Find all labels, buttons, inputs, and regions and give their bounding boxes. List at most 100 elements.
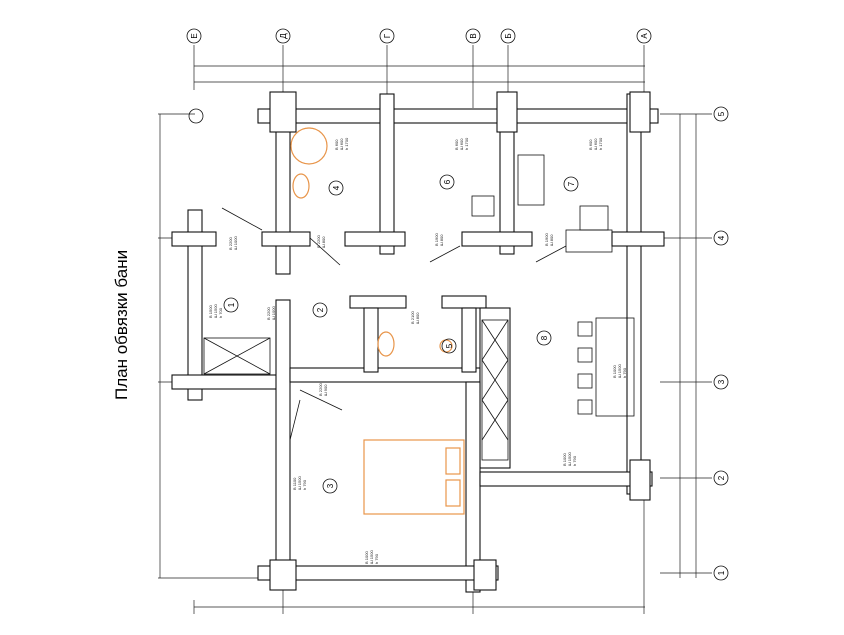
spec-line: Ш 800 xyxy=(549,234,554,246)
window-room-6: В 600 Ш 600 h 1700 xyxy=(454,137,469,150)
window-room-3-side: В 1100 Ш 1500 h 790 xyxy=(292,476,307,490)
axis-e: Е xyxy=(186,28,202,44)
room-number: 4 xyxy=(332,185,341,190)
room-3: 3 xyxy=(322,478,338,494)
axis-2: 2 xyxy=(713,470,729,486)
spec-line: h 700 xyxy=(218,307,223,318)
axis-3: 3 xyxy=(713,374,729,390)
spec-line: Ш 1500 xyxy=(369,550,374,564)
axis-label: 3 xyxy=(717,379,726,384)
axis-5: 5 xyxy=(713,106,729,122)
room-number: 5 xyxy=(445,343,454,348)
spec-line: Ш 1500 xyxy=(567,452,572,466)
window-room-4: В 600 Ш 600 h 1700 xyxy=(334,137,349,150)
window-room-3-bottom: В 1000 Ш 1500 h 790 xyxy=(364,550,379,564)
axis-a: А xyxy=(636,28,652,44)
room-markers: 1 2 3 4 5 6 7 8 xyxy=(223,174,579,494)
bracing xyxy=(203,319,509,461)
room-7: 7 xyxy=(563,176,579,192)
spec-line: В 600 xyxy=(588,139,593,150)
room-6: 6 xyxy=(439,174,455,190)
room-number: 8 xyxy=(540,335,549,340)
axis-label: А xyxy=(640,33,649,39)
spec-line: Ш 800 xyxy=(415,312,420,324)
door-room-4-b: В 2200 Ш 800 xyxy=(316,235,326,248)
room-5: 5 xyxy=(441,338,457,354)
spec-line: В 2200 xyxy=(266,307,271,320)
axis-label: 4 xyxy=(717,235,726,240)
spec-line: h 1700 xyxy=(344,137,349,150)
door-room-7: В 1900 Ш 800 xyxy=(544,233,554,246)
axis-label: 2 xyxy=(717,475,726,480)
spec-line: h 790 xyxy=(622,367,627,378)
spec-line: Ш 1000 xyxy=(233,236,238,250)
spec-line: В 2200 xyxy=(316,235,321,248)
door-room-6: В 1900 Ш 800 xyxy=(434,233,444,246)
window-room-8-bottom: В 1000 Ш 1500 h 790 xyxy=(562,452,577,466)
spec-line: Ш 800 xyxy=(439,234,444,246)
axis-label: В xyxy=(469,33,478,38)
spec-line: Ш 1500 xyxy=(213,304,218,318)
room-number: 6 xyxy=(443,179,452,184)
spec-line: В 600 xyxy=(334,139,339,150)
spec-line: В 1000 xyxy=(612,365,617,378)
axis-label: Д xyxy=(279,33,288,39)
spec-line: Ш 900 xyxy=(323,384,328,396)
spec-line: В 1500 xyxy=(208,305,213,318)
spec-line: В 1000 xyxy=(364,551,369,564)
door-room-4-a: В 2200 Ш 1000 xyxy=(228,236,238,250)
spec-line: В 1900 xyxy=(434,233,439,246)
door-room-3: В 2200 Ш 900 xyxy=(318,383,328,396)
opening-specs: В 1500 Ш 1500 h 700 В 2200 Ш 1000 В 2200… xyxy=(208,137,627,564)
door-room-5: В 2100 Ш 800 xyxy=(410,311,420,324)
spec-line: h 1700 xyxy=(598,137,603,150)
room-2: 2 xyxy=(312,302,328,318)
walls xyxy=(171,91,665,593)
room-number: 7 xyxy=(567,181,576,186)
axis-letters: Е Д Г В Б А xyxy=(186,28,652,44)
dimension-lines xyxy=(158,45,712,614)
axis-label: Г xyxy=(383,33,392,38)
spec-line: h 1700 xyxy=(464,137,469,150)
spec-line: Ш 600 xyxy=(593,138,598,150)
spec-line: Ш 800 xyxy=(321,236,326,248)
spec-line: h 790 xyxy=(374,553,379,564)
axis-4: 4 xyxy=(713,230,729,246)
spec-line: В 2200 xyxy=(228,237,233,250)
spec-line: Ш 1000 xyxy=(271,306,276,320)
spec-line: Ш 600 xyxy=(339,138,344,150)
axis-b: Б xyxy=(500,28,516,44)
spec-line: В 2200 xyxy=(318,383,323,396)
spec-line: h 790 xyxy=(572,455,577,466)
spec-line: В 1900 xyxy=(544,233,549,246)
room-8: 8 xyxy=(536,330,552,346)
axis-label: 5 xyxy=(717,111,726,116)
axis-label: Б xyxy=(504,33,513,38)
room-number: 1 xyxy=(227,302,236,307)
spec-line: Ш 1500 xyxy=(617,364,622,378)
axis-label: 1 xyxy=(717,570,726,575)
spec-line: В 600 xyxy=(454,139,459,150)
room-1: 1 xyxy=(223,297,239,313)
axis-numbers: 5 4 3 2 1 xyxy=(713,106,729,581)
spec-line: В 2100 xyxy=(410,311,415,324)
door-room-1: В 1500 Ш 1500 h 700 xyxy=(208,304,223,318)
axis-label: Е xyxy=(190,33,199,38)
axis-g: Г xyxy=(379,28,395,44)
spec-line: Ш 600 xyxy=(459,138,464,150)
axis-1: 1 xyxy=(713,565,729,581)
room-4: 4 xyxy=(328,180,344,196)
window-room-7: В 600 Ш 600 h 1700 xyxy=(588,137,603,150)
door-swings xyxy=(221,207,567,441)
door-room-2: В 2200 Ш 1000 xyxy=(266,306,276,320)
window-room-8-right: В 1000 Ш 1500 h 790 xyxy=(612,364,627,378)
axis-v: В xyxy=(465,28,481,44)
spec-line: В 1000 xyxy=(562,453,567,466)
spec-line: h 790 xyxy=(302,479,307,490)
axis-d: Д xyxy=(275,28,291,44)
room-number: 2 xyxy=(316,307,325,312)
room-number: 3 xyxy=(326,483,335,488)
spec-line: Ш 1500 xyxy=(297,476,302,490)
spec-line: В 1100 xyxy=(292,477,297,490)
